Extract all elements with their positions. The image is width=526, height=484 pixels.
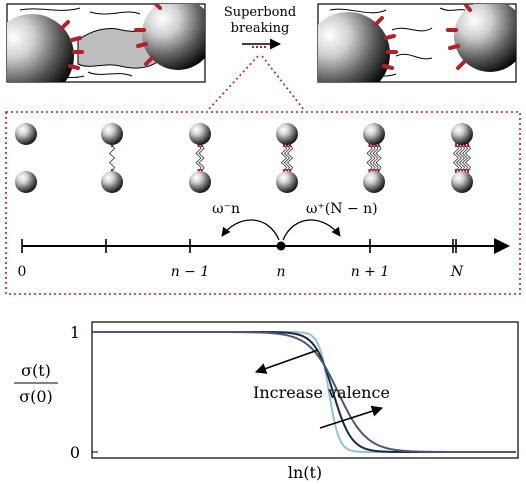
valence-arrow-lower — [319, 405, 384, 429]
particle-bottom — [189, 171, 211, 193]
plot-frame — [91, 321, 519, 459]
relaxation-plot: 1 0 σ(t) σ(0) ln(t) Increase valence — [14, 321, 519, 482]
particle-pair — [101, 123, 123, 193]
bridge-chain — [452, 143, 460, 173]
tick-n-minus-1: n − 1 — [171, 264, 210, 280]
particle-top — [451, 123, 473, 145]
particle-pair — [451, 123, 473, 193]
caption-line1: Superbond — [224, 5, 296, 20]
bridge-chain — [198, 143, 205, 173]
particle-pair — [15, 123, 37, 193]
rate-forward-label: ω⁺(N − n) — [306, 201, 378, 217]
forward-rate-arrow — [282, 219, 341, 241]
particle-bottom — [363, 171, 385, 193]
breaking-caption: Superbond breaking — [224, 5, 296, 50]
tick-n: n — [276, 264, 285, 280]
superbond-broken-panel — [317, 3, 517, 83]
rate-backward-label: ω⁻n — [212, 201, 240, 217]
bridge-chain — [372, 143, 379, 173]
backward-rate-arrow — [221, 219, 280, 241]
caption-line2: breaking — [231, 21, 290, 36]
bridge-chain — [195, 143, 202, 173]
particle-top — [101, 123, 123, 145]
tick-N: N — [450, 264, 464, 280]
bridge-chain — [461, 143, 469, 173]
axis-arrow-icon — [494, 238, 510, 254]
valence-arrow-upper — [254, 349, 319, 374]
ylabel-denominator: σ(0) — [19, 387, 53, 406]
zoom-indicator — [5, 55, 521, 295]
bridge-chain — [369, 143, 376, 173]
state-axis: 0 n − 1 n n + 1 N — [18, 238, 510, 280]
particle-bottom — [276, 171, 298, 193]
transition-rates: ω⁻n ω⁺(N − n) — [212, 201, 378, 241]
bridge-chain — [280, 143, 288, 173]
particle-pair — [363, 123, 385, 193]
xlabel: ln(t) — [288, 463, 322, 482]
particle-pairs — [15, 123, 473, 193]
bridge-chain — [108, 143, 116, 173]
particle-bottom — [15, 171, 37, 193]
particle-bottom — [451, 171, 473, 193]
particle-pair — [189, 123, 211, 193]
particle-top — [363, 123, 385, 145]
curve-high-valence — [94, 331, 516, 453]
particle-pair — [276, 123, 298, 193]
bridge-chain — [366, 143, 373, 173]
bridge-chain — [283, 143, 291, 173]
tick-n-plus-1: n + 1 — [351, 264, 390, 280]
tick-0: 0 — [18, 264, 27, 280]
superbond-intact-panel — [6, 3, 206, 83]
current-state-marker — [276, 241, 286, 251]
particle-bottom — [101, 171, 123, 193]
particle-top — [276, 123, 298, 145]
bridge-chain — [286, 143, 294, 173]
bridge-chain — [458, 143, 466, 173]
particle-top — [15, 123, 37, 145]
relaxation-curves — [94, 331, 516, 453]
bridge-chain — [375, 143, 382, 173]
particle-top — [189, 123, 211, 145]
ylabel-numerator: σ(t) — [21, 361, 51, 380]
annotation-increase-valence: Increase valence — [253, 383, 390, 402]
ytick-bottom: 0 — [70, 443, 80, 462]
bridge-chain — [464, 143, 472, 173]
ytick-top: 1 — [70, 323, 80, 342]
bridge-chain — [455, 143, 463, 173]
